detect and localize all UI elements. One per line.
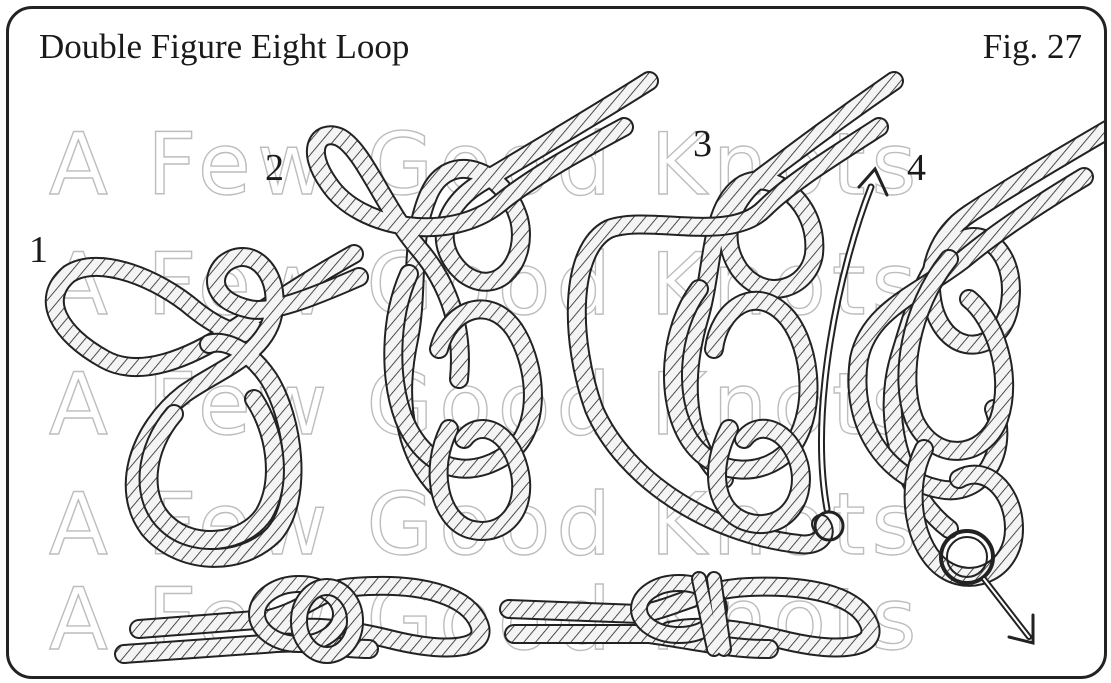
knot-step-2 xyxy=(316,81,649,531)
knot-step-4 xyxy=(857,129,1104,577)
step-number-1: 1 xyxy=(29,231,48,269)
knot-step-1 xyxy=(55,254,359,558)
step-number-3: 3 xyxy=(693,125,712,163)
step-number-2: 2 xyxy=(265,149,284,187)
finished-knot-right xyxy=(509,579,871,649)
finished-knot-left xyxy=(124,584,481,655)
figure-label: Fig. 27 xyxy=(983,29,1082,64)
knot-step-3 xyxy=(577,81,894,544)
step-number-4: 4 xyxy=(907,149,926,187)
page-title: Double Figure Eight Loop xyxy=(39,29,409,64)
knot-illustrations xyxy=(9,9,1104,676)
figure-card: A Few Good Knots A Few Good Knots A Few … xyxy=(6,6,1107,679)
